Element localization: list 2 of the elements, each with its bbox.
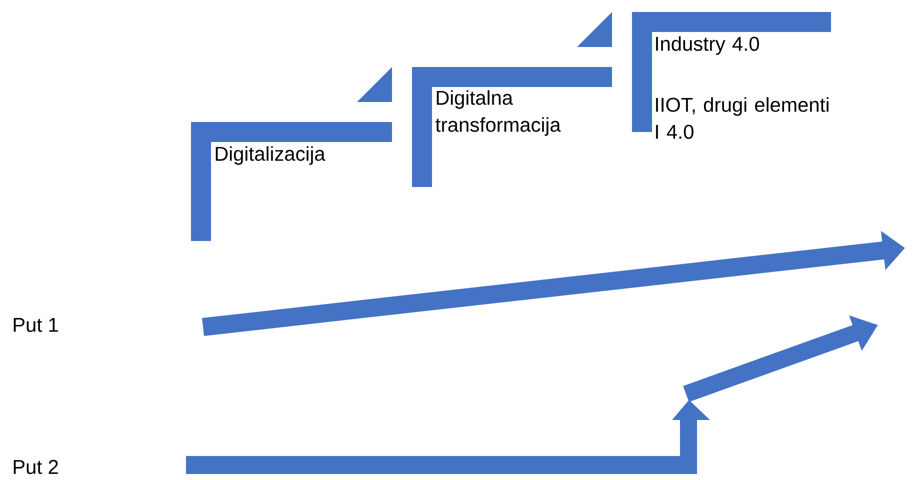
path-label: Put 1 [14, 318, 58, 332]
path-label: Put 2 [14, 460, 58, 474]
